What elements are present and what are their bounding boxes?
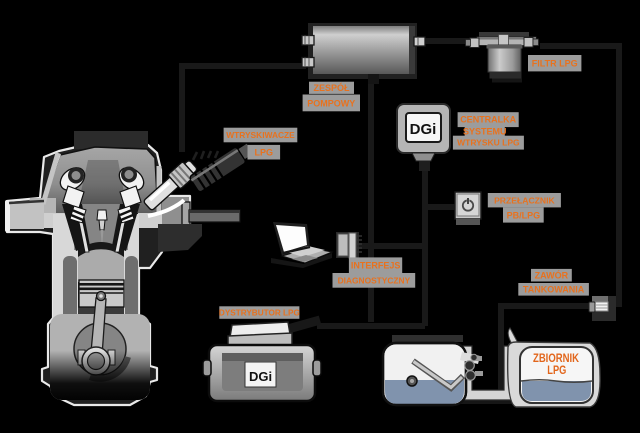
svg-text:TANKOWANIA: TANKOWANIA xyxy=(523,285,585,295)
svg-text:LPG: LPG xyxy=(547,363,566,377)
svg-text:DGi: DGi xyxy=(410,121,437,138)
svg-text:ZAWÓR: ZAWÓR xyxy=(535,269,569,280)
svg-text:PRZEŁĄCZNIK: PRZEŁĄCZNIK xyxy=(494,196,555,206)
svg-text:DIAGNOSTYCZNY: DIAGNOSTYCZNY xyxy=(338,275,411,285)
svg-text:FILTR LPG: FILTR LPG xyxy=(532,59,578,69)
svg-text:DYSTRYBUTOR LPG: DYSTRYBUTOR LPG xyxy=(219,308,300,317)
svg-text:PB/LPG: PB/LPG xyxy=(507,211,541,221)
svg-text:ZBIORNIK: ZBIORNIK xyxy=(533,351,579,365)
svg-text:INTERFEJS: INTERFEJS xyxy=(351,261,401,271)
svg-text:CENTRALKA: CENTRALKA xyxy=(460,114,516,124)
svg-text:SYSTEMU: SYSTEMU xyxy=(463,127,507,137)
svg-text:ZESPÓŁ: ZESPÓŁ xyxy=(313,82,350,93)
svg-text:WTRYSKU LPG: WTRYSKU LPG xyxy=(457,137,520,147)
svg-text:POMPOWY: POMPOWY xyxy=(307,99,355,109)
svg-text:LPG: LPG xyxy=(255,148,274,158)
svg-text:WTRYSKIWACZE: WTRYSKIWACZE xyxy=(226,130,295,140)
svg-text:DGi: DGi xyxy=(249,369,272,384)
